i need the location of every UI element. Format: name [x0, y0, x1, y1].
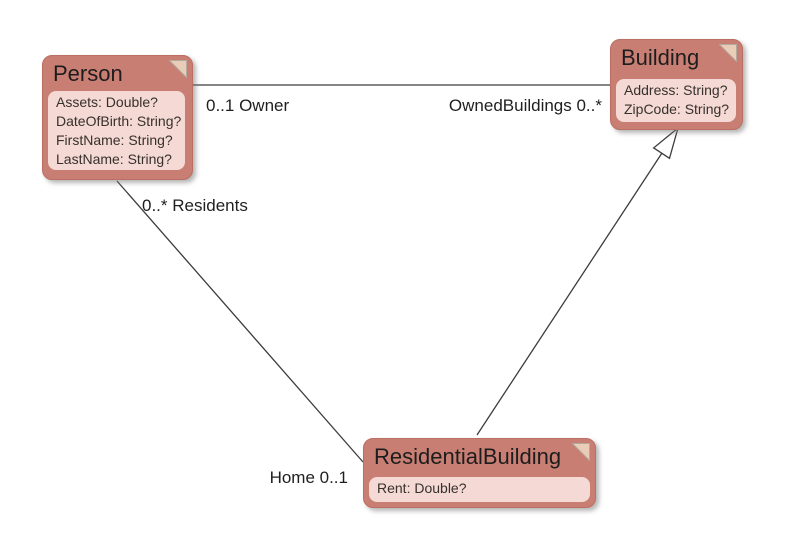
- class-node-building[interactable]: Building Address: String? ZipCode: Strin…: [610, 39, 743, 130]
- class-title: ResidentialBuilding: [374, 444, 562, 469]
- attributes-compartment: Address: String? ZipCode: String?: [616, 79, 736, 122]
- fold-corner-icon: [169, 60, 187, 78]
- class-title: Person: [53, 61, 123, 86]
- attribute-item[interactable]: Rent: Double?: [377, 480, 467, 496]
- attribute-item[interactable]: ZipCode: String?: [624, 101, 730, 117]
- fold-corner-icon: [572, 443, 590, 461]
- attribute-item[interactable]: FirstName: String?: [56, 132, 173, 148]
- class-title: Building: [621, 45, 700, 70]
- edge-label-home[interactable]: Home 0..1: [269, 468, 348, 487]
- inheritance-line[interactable]: [476, 152, 663, 436]
- edge-label-residents[interactable]: 0..* Residents: [142, 196, 248, 215]
- class-node-person[interactable]: Person Assets: Double? DateOfBirth: Stri…: [42, 55, 193, 180]
- inheritance-arrowhead-icon: [652, 126, 680, 160]
- fold-corner-icon: [719, 44, 737, 62]
- attributes-compartment: Assets: Double? DateOfBirth: String? Fir…: [48, 91, 185, 170]
- attribute-item[interactable]: DateOfBirth: String?: [56, 113, 182, 129]
- class-node-residential-building[interactable]: ResidentialBuilding Rent: Double?: [363, 438, 596, 508]
- attribute-item[interactable]: LastName: String?: [56, 151, 172, 167]
- attributes-compartment: Rent: Double?: [369, 477, 590, 502]
- edge-label-owner[interactable]: 0..1 Owner: [206, 96, 290, 115]
- association-residents-line[interactable]: [116, 180, 364, 463]
- attribute-item[interactable]: Assets: Double?: [56, 94, 158, 110]
- edge-label-owned-buildings[interactable]: OwnedBuildings 0..*: [448, 96, 602, 115]
- attribute-item[interactable]: Address: String?: [624, 82, 728, 98]
